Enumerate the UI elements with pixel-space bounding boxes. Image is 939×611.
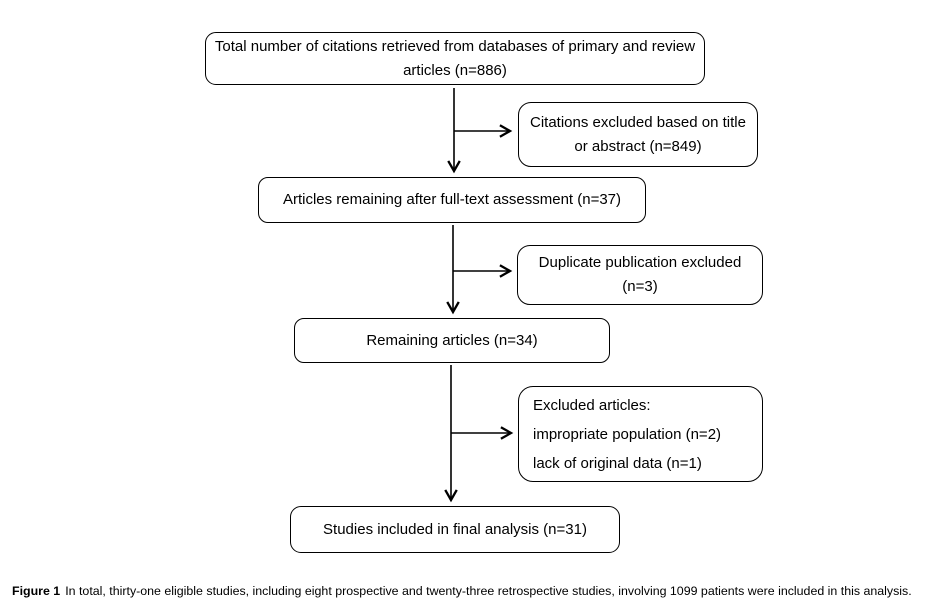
box-fulltext-assessment-label: Articles remaining after full-text asses… [282, 191, 622, 208]
box-remaining-articles: Remaining articles (n=34) [294, 318, 610, 363]
box-total-citations: Total number of citations retrieved from… [205, 32, 705, 85]
box-citations-excluded: Citations excluded based on title or abs… [518, 102, 758, 167]
box-excluded-articles: Excluded articles: impropriate populatio… [518, 386, 763, 482]
box-citations-excluded-label: Citations excluded based on title or abs… [530, 113, 746, 155]
box-excluded-articles-line2: impropriate population (n=2) [533, 425, 722, 443]
box-final-analysis: Studies included in final analysis (n=31… [290, 506, 620, 553]
box-fulltext-assessment: Articles remaining after full-text asses… [258, 177, 646, 223]
box-total-citations-label: Total number of citations retrieved from… [214, 37, 696, 79]
figure-caption-text: In total, thirty-one eligible studies, i… [65, 584, 912, 598]
figure-caption: Figure 1 In total, thirty-one eligible st… [12, 583, 934, 599]
box-remaining-articles-label: Remaining articles (n=34) [366, 331, 538, 349]
box-duplicate-excluded-label: Duplicate publication excluded (n=3) [538, 254, 742, 295]
box-final-analysis-label: Studies included in final analysis (n=31… [323, 520, 587, 538]
box-excluded-articles-line1: Excluded articles: [533, 396, 651, 414]
box-excluded-articles-line3: lack of original data (n=1) [533, 454, 702, 472]
box-duplicate-excluded: Duplicate publication excluded (n=3) [517, 245, 763, 305]
figure-caption-number: Figure 1 [12, 584, 61, 598]
